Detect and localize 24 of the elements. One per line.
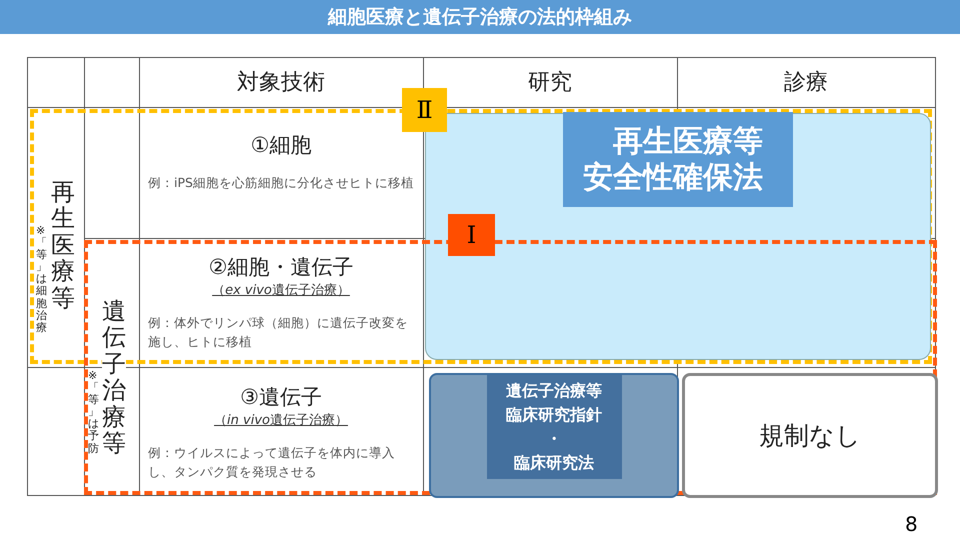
page-number: 8 — [905, 512, 918, 536]
vertical-label: 再生医療等 — [51, 179, 75, 311]
law-title: 再生医療等安全性確保法 — [563, 112, 793, 207]
vertical-note: ※「等」は予防 — [88, 370, 99, 455]
vertical-note: ※「等」は細胞治療 — [36, 225, 47, 334]
guideline-text: ・ — [545, 428, 563, 450]
guideline-text: 臨床研究法 — [513, 452, 595, 474]
example-text: 例：ウイルスによって遺伝子を体内に導入し、タンパク質を発現させる — [148, 444, 396, 481]
guideline-box — [429, 373, 679, 498]
technique-heading: ③遺伝子 — [239, 384, 323, 411]
title-bar: 細胞医療と遺伝子治療の法的枠組み — [0, 0, 960, 34]
technique-heading: ②細胞・遺伝子 — [208, 254, 354, 281]
guideline-text: 遺伝子治療等臨床研究指針 — [505, 380, 603, 426]
example-text: 例：iPS細胞を心筋細胞に分化させヒトに移植 — [148, 174, 415, 192]
column-header: 対象技術 — [236, 69, 326, 97]
roman-numeral-badge: Ⅰ — [448, 214, 495, 256]
column-header: 研究 — [527, 69, 573, 97]
no-regulation-text: 規制なし — [759, 420, 861, 452]
vertical-label: 遺伝子治療等 — [102, 298, 126, 456]
technique-heading: ①細胞 — [250, 132, 312, 159]
column-header: 診療 — [783, 69, 829, 97]
no-regulation-box — [682, 373, 938, 498]
roman-numeral-badge: Ⅱ — [402, 88, 447, 132]
example-text: 例：体外でリンパ球（細胞）に遺伝子改変を施し、ヒトに移植 — [148, 314, 409, 351]
